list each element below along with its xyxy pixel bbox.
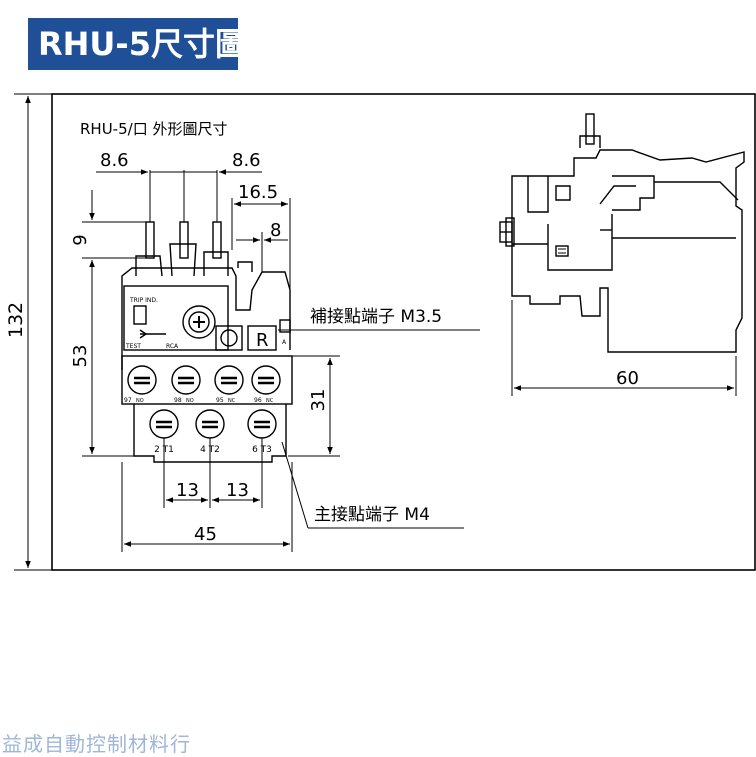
dim-overall-height: 132 [5, 93, 52, 571]
dim-132-label: 132 [5, 302, 27, 338]
terminal-97-no-label: NO [136, 398, 144, 404]
reset-r-label: R [256, 330, 269, 351]
dim-8-6-right-label: 8.6 [232, 150, 261, 171]
front-dimensions [82, 169, 480, 552]
terminal-95-label: 95 [216, 397, 224, 404]
terminal-96-label: 96 [254, 397, 262, 404]
dim-8-label: 8 [270, 220, 281, 241]
main-terminal-callout: 主接點端子 M4 [314, 505, 430, 525]
title-badge: RHU-5尺寸圖 [28, 18, 247, 70]
dim-8-6-left-label: 8.6 [100, 150, 129, 171]
test-label: TEST [125, 343, 141, 350]
terminal-98-label: 98 [174, 397, 182, 404]
drawing-frame [51, 93, 756, 571]
drawing-caption: RHU-5/口 外形圖尺寸 [80, 120, 227, 138]
dim-13-right-label: 13 [226, 480, 249, 501]
side-dimensions [511, 300, 737, 396]
dim-13-left-label: 13 [176, 480, 199, 501]
dim-16-5-label: 16.5 [238, 182, 278, 203]
dim-53-label: 53 [70, 345, 91, 368]
dim-45-label: 45 [194, 524, 217, 545]
terminal-96-nc-label: NC [266, 398, 274, 404]
terminal-98-no-label: NO [186, 398, 194, 404]
dim-9-label: 9 [70, 234, 91, 245]
dim-60-label: 60 [616, 368, 639, 389]
dim-31-label: 31 [308, 389, 329, 412]
page-title: RHU-5尺寸圖 [38, 25, 247, 63]
side-view [499, 113, 745, 353]
watermark-text: 益成自動控制材料行 [2, 732, 191, 756]
terminal-95-nc-label: NC [228, 398, 236, 404]
aux-terminal-callout: 補接點端子 M3.5 [310, 307, 442, 327]
a-mark-label: A [282, 339, 287, 346]
rca-label: RCA [166, 343, 179, 350]
trip-ind-label: TRIP IND. [129, 297, 158, 304]
terminal-97-label: 97 [124, 397, 132, 404]
